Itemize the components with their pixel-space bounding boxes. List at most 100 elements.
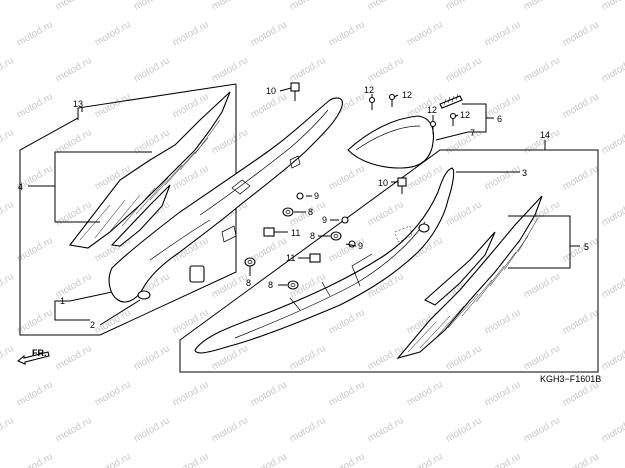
watermark-text: motod.ru — [210, 271, 250, 300]
callout-labels: 13 4 1 2 10 12 12 12 12 6 7 14 10 3 9 9 … — [18, 85, 589, 330]
watermark-text: motod.ru — [405, 19, 445, 48]
emblem-6 — [439, 93, 463, 109]
watermark-text: motod.ru — [132, 55, 172, 84]
watermark-text: motod.ru — [210, 55, 250, 84]
rear-cowl-cap — [347, 115, 435, 169]
watermark-text: motod.ru — [522, 343, 562, 372]
watermark-text: motod.ru — [15, 379, 55, 408]
callout-2: 2 — [90, 320, 95, 330]
watermark-text: motod.ru — [561, 235, 601, 264]
right-side-cover — [194, 167, 455, 354]
bolt-9-a — [296, 192, 304, 200]
watermark-text: motod.ru — [366, 199, 406, 228]
watermark-text: motod.ru — [600, 415, 625, 444]
watermark-text: motod.ru — [483, 451, 523, 468]
watermark-text: motod.ru — [54, 415, 94, 444]
callout-9-b: 9 — [322, 215, 327, 225]
watermark-text: motod.ru — [249, 19, 289, 48]
stripe-decal-right — [396, 195, 543, 359]
watermark-text: motod.ru — [327, 307, 367, 336]
watermark-text: motod.ru — [15, 19, 55, 48]
watermark-text: motod.ru — [561, 307, 601, 336]
callout-12-c: 12 — [427, 105, 437, 115]
callout-8-a: 8 — [308, 207, 313, 217]
callout-8-d: 8 — [268, 280, 273, 290]
watermark-text: motod.ru — [600, 271, 625, 300]
watermark-text: motod.ru — [15, 307, 55, 336]
screw-12-a — [368, 96, 376, 110]
callout-8-c: 8 — [246, 278, 251, 288]
direction-label: FR. — [32, 348, 47, 358]
watermark-text: motod.ru — [288, 55, 328, 84]
callout-8-b: 8 — [310, 231, 315, 241]
watermark-text: motod.ru — [327, 163, 367, 192]
watermark-text: motod.ru — [327, 19, 367, 48]
watermark-text: motod.ru — [327, 451, 367, 468]
clip-11-b — [309, 253, 321, 263]
left-side-cover — [108, 97, 343, 303]
watermark-text: motod.ru — [54, 0, 94, 13]
callout-14: 14 — [540, 130, 550, 140]
callout-7: 7 — [470, 128, 475, 138]
grommet-8-a — [282, 207, 294, 217]
watermark-text: motod.ru — [15, 451, 55, 468]
callout-9-a: 9 — [314, 191, 319, 201]
watermark-text: motod.ru — [600, 127, 625, 156]
watermark-text: motod.ru — [93, 307, 133, 336]
watermark-text: motod.ru — [210, 415, 250, 444]
watermark-text: motod.ru — [249, 451, 289, 468]
watermark-text: motod.ru — [15, 91, 55, 120]
grommet-8-d — [287, 280, 299, 290]
watermark-text: motod.ru — [171, 451, 211, 468]
watermark-text: motod.ru — [15, 235, 55, 264]
bolt-10-lower — [397, 177, 407, 194]
watermark-text: motod.ru — [171, 19, 211, 48]
callout-9-c: 9 — [358, 241, 363, 251]
watermark-text: motod.ru — [444, 343, 484, 372]
watermark-text: motod.ru — [483, 307, 523, 336]
watermark-text: motod.ru — [600, 0, 625, 13]
watermark-text: motod.ru — [249, 379, 289, 408]
stripe-decal-left — [69, 91, 231, 249]
watermark-text: motod.ru — [93, 379, 133, 408]
watermark-text: motod.ru — [600, 55, 625, 84]
watermark-text: motod.ru — [522, 55, 562, 84]
watermark-text: motod.ru — [210, 127, 250, 156]
watermark-text: motod.ru — [132, 343, 172, 372]
watermark-text: motod.ru — [132, 0, 172, 13]
callout-12-b: 12 — [402, 90, 412, 100]
fasteners — [244, 82, 463, 290]
watermark-text: motod.ru — [600, 199, 625, 228]
grommet-8-c — [244, 257, 256, 267]
clip-11-a — [263, 227, 275, 237]
watermark-text: motod.ru — [600, 343, 625, 372]
watermark-text: motod.ru — [444, 199, 484, 228]
bolt-9-b — [341, 216, 349, 224]
screw-12-c — [429, 120, 437, 134]
callout-13: 13 — [73, 99, 83, 109]
watermark-text: motod.ru — [54, 343, 94, 372]
watermark-text: motod.ru — [366, 0, 406, 13]
bolt-10-top — [290, 82, 300, 101]
watermark-text: motod.ru — [561, 19, 601, 48]
watermark-text: motod.ru — [483, 19, 523, 48]
callout-12-a: 12 — [364, 85, 374, 95]
watermark-text: motod.ru — [171, 379, 211, 408]
watermark-text: motod.ru — [444, 415, 484, 444]
callout-11-b: 11 — [286, 253, 295, 263]
watermark-text: motod.ru — [288, 0, 328, 13]
watermark-text: motod.ru — [0, 415, 16, 444]
watermark-text: motod.ru — [444, 55, 484, 84]
watermark-text: motod.ru — [93, 91, 133, 120]
callout-3: 3 — [522, 168, 527, 178]
callout-1: 1 — [60, 296, 65, 306]
watermark-text: motod.ru — [405, 379, 445, 408]
watermark-text: motod.ru — [0, 271, 16, 300]
watermark-text: motod.ru — [210, 0, 250, 13]
callout-10-top: 10 — [266, 86, 276, 96]
watermark-text: motod.ru — [54, 55, 94, 84]
watermark-text: motod.ru — [327, 379, 367, 408]
watermark-text: motod.ru — [483, 91, 523, 120]
screw-12-d — [449, 112, 457, 126]
